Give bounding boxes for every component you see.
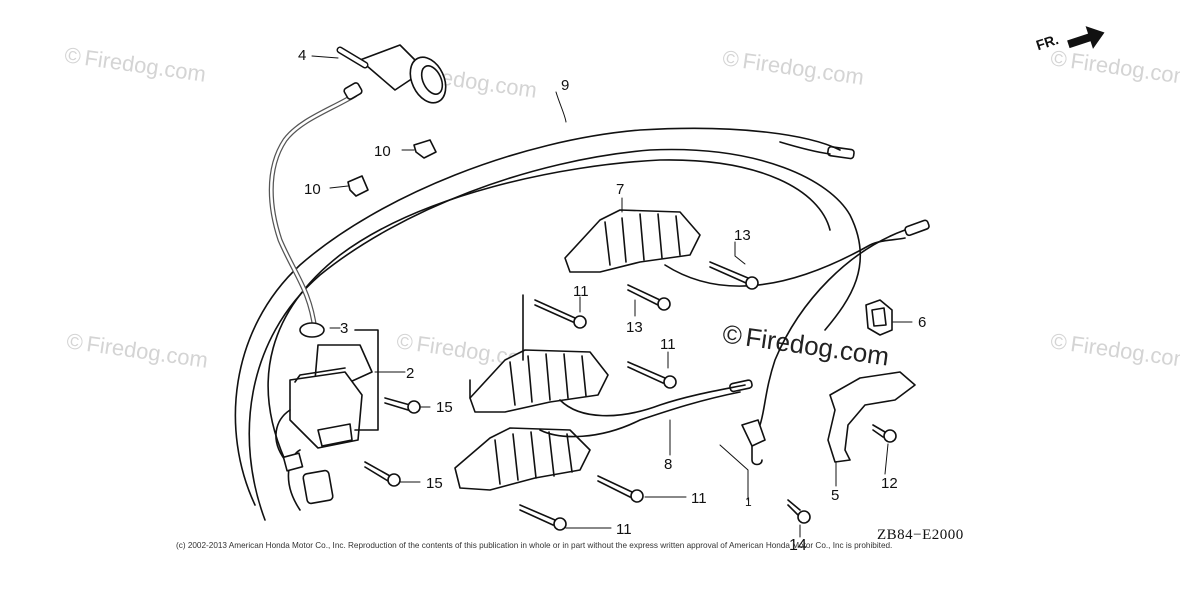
callout-11: 11 <box>691 490 707 507</box>
copyright-notice: (c) 2002-2013 American Honda Motor Co., … <box>176 541 893 550</box>
guide-line <box>469 294 524 399</box>
wire-harness <box>267 159 831 461</box>
spark-plug-cap-boot-inner <box>420 65 444 95</box>
ignition-coil-body <box>294 367 346 383</box>
clip <box>413 139 437 159</box>
callout-15: 15 <box>436 399 453 416</box>
ht-lead <box>268 92 358 333</box>
callout-5: 5 <box>831 487 840 504</box>
ht-lead-inner <box>270 93 357 332</box>
ignition-coil-lower <box>317 423 353 447</box>
ignition-connector <box>282 452 304 472</box>
cable-8 <box>559 384 746 417</box>
callout-11: 11 <box>660 336 676 353</box>
ht-lead-end <box>343 82 363 100</box>
ignition-coil-bracket <box>314 344 373 383</box>
callout-10: 10 <box>374 143 391 160</box>
coil-7-windings <box>604 213 681 266</box>
callout-9: 9 <box>561 77 570 94</box>
grommet <box>299 322 325 338</box>
bolt <box>384 397 421 414</box>
callout-15: 15 <box>426 475 443 492</box>
wire-harness <box>248 148 861 521</box>
bracket <box>827 371 916 463</box>
ground-wire <box>759 229 906 426</box>
ignition-coil-wire <box>275 409 291 461</box>
callout-3: 3 <box>340 320 349 337</box>
callout-8: 8 <box>664 456 673 473</box>
wire-9-terminal <box>827 145 855 160</box>
wire-harness <box>234 127 841 506</box>
bolt <box>519 504 567 531</box>
callout-13: 13 <box>734 227 751 244</box>
ground-terminal <box>741 419 766 447</box>
bolt <box>627 284 671 311</box>
fr-arrow-icon <box>1067 26 1105 49</box>
spark-plug-terminal <box>338 48 367 67</box>
callout-11: 11 <box>573 283 589 300</box>
wire-9-end <box>779 141 831 155</box>
callout-14: 14 <box>789 537 807 554</box>
bolt <box>709 261 759 290</box>
document-code: ZB84−E2000 <box>877 527 964 543</box>
bolt <box>787 499 811 524</box>
charge-coil-bottom <box>454 427 591 491</box>
coil-7-wire <box>664 237 906 287</box>
leader-lines <box>311 55 913 538</box>
cable-8 <box>539 391 741 438</box>
callout-4: 4 <box>298 47 307 64</box>
charge-coil-windings <box>494 431 573 485</box>
bolt <box>627 361 677 389</box>
bolt <box>534 299 587 329</box>
callout-10: 10 <box>304 181 321 198</box>
callout-12: 12 <box>881 475 898 492</box>
callout-2: 2 <box>406 365 415 382</box>
ground-terminal <box>751 445 763 466</box>
coil-7 <box>564 209 701 273</box>
callout-11: 11 <box>616 521 632 538</box>
bolt <box>872 424 897 443</box>
bolt <box>597 475 644 503</box>
ground-wire-terminal <box>904 219 930 237</box>
callout-6: 6 <box>918 314 927 331</box>
callout-13: 13 <box>626 319 643 336</box>
charge-coil-middle <box>469 349 609 413</box>
cable-8-terminal <box>729 379 753 393</box>
charge-coil-windings <box>509 353 587 406</box>
clip <box>347 175 369 197</box>
ignition-connector <box>302 469 334 505</box>
callout-1: 1 <box>745 495 752 509</box>
callout-7: 7 <box>616 181 625 198</box>
callout-bracket <box>354 329 379 431</box>
bolt <box>364 461 401 487</box>
clamp <box>871 307 887 327</box>
